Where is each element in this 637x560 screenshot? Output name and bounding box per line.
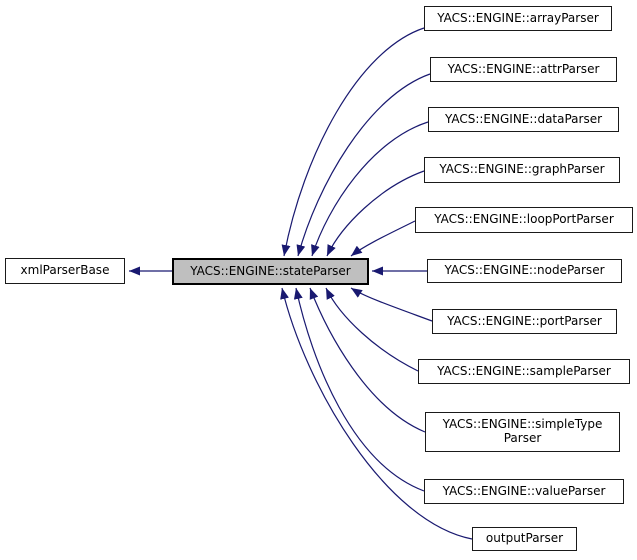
class-node-valueparser[interactable]: YACS::ENGINE::valueParser xyxy=(424,479,624,504)
class-node-loopportparser[interactable]: YACS::ENGINE::loopPortParser xyxy=(415,207,633,233)
edge-portparser xyxy=(350,287,433,322)
class-node-sampleparser[interactable]: YACS::ENGINE::sampleParser xyxy=(418,359,630,384)
class-node-outputparser[interactable]: outputParser xyxy=(472,527,577,551)
class-node-dataparser[interactable]: YACS::ENGINE::dataParser xyxy=(428,107,619,132)
class-node-attrparser[interactable]: YACS::ENGINE::attrParser xyxy=(430,57,617,82)
class-node-xmlparserbase[interactable]: xmlParserBase xyxy=(5,258,125,284)
edge-arrayparser xyxy=(281,27,425,257)
edge-loopportparser xyxy=(350,220,416,257)
class-node-stateparser: YACS::ENGINE::stateParser xyxy=(172,258,369,285)
class-node-portparser[interactable]: YACS::ENGINE::portParser xyxy=(432,309,617,334)
edge-simpletypeparser xyxy=(309,287,426,433)
class-node-simpletypeparser[interactable]: YACS::ENGINE::simpleType Parser xyxy=(425,412,620,452)
edge-dataparser xyxy=(311,121,429,257)
edge-sampleparser xyxy=(325,287,419,372)
class-node-arrayparser[interactable]: YACS::ENGINE::arrayParser xyxy=(424,6,612,31)
edge-outputparser xyxy=(280,287,473,540)
edge-graphparser xyxy=(326,170,425,257)
edge-valueparser xyxy=(293,287,425,492)
class-node-nodeparser[interactable]: YACS::ENGINE::nodeParser xyxy=(427,259,622,283)
class-node-graphparser[interactable]: YACS::ENGINE::graphParser xyxy=(424,157,620,183)
edge-attrparser xyxy=(296,73,431,257)
